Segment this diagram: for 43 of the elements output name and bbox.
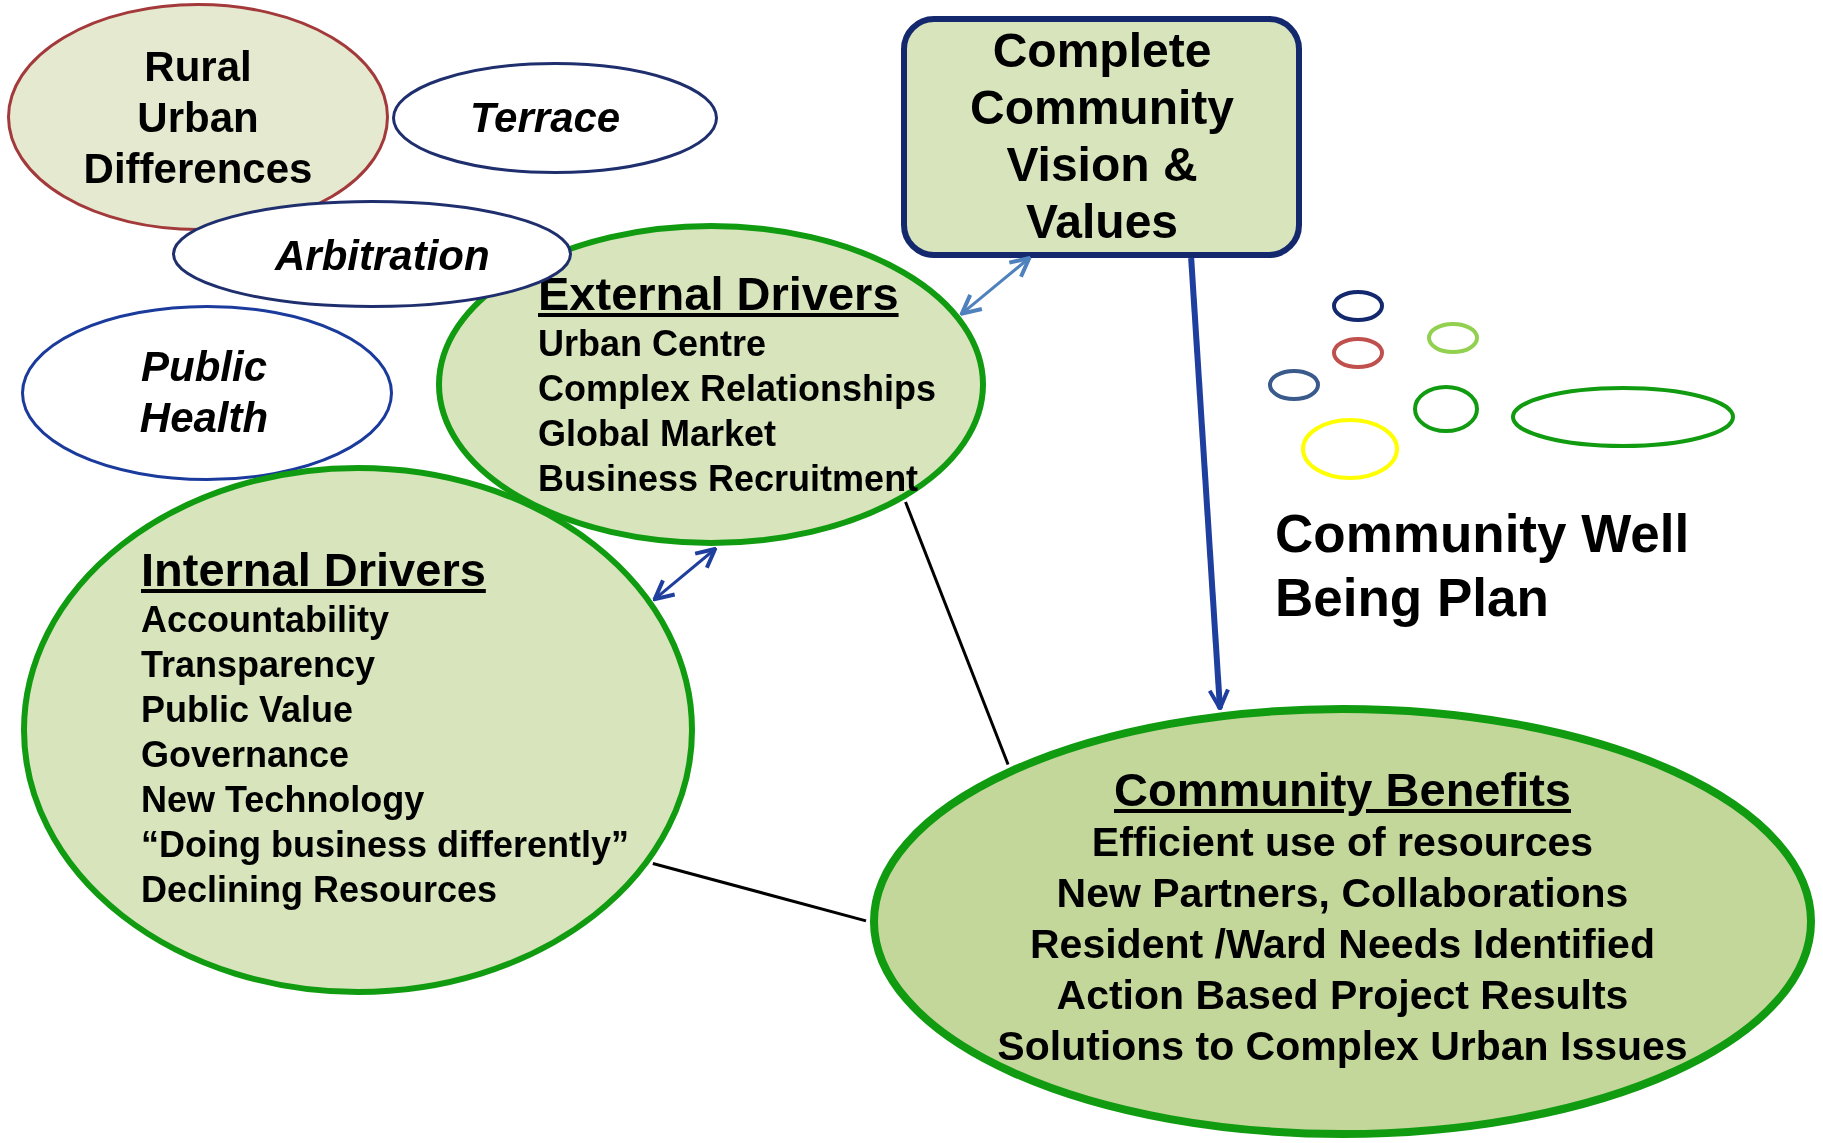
heading: Internal Drivers bbox=[141, 543, 486, 597]
list-item: Action Based Project Results bbox=[1056, 971, 1629, 1020]
list-item: Complex Relationships bbox=[538, 367, 937, 411]
heading: External Drivers bbox=[538, 267, 899, 321]
empty-ellipse bbox=[1332, 337, 1384, 369]
node-label: Arbitration bbox=[275, 233, 490, 279]
empty-ellipse bbox=[1301, 418, 1399, 480]
connector-line bbox=[904, 501, 1010, 765]
list-item: Resident /Ward Needs Identified bbox=[1030, 920, 1655, 969]
ellipse-node bbox=[870, 705, 1815, 1138]
list-item: Global Market bbox=[538, 412, 777, 456]
ellipse-node bbox=[21, 305, 393, 481]
list-item: Solutions to Complex Urban Issues bbox=[997, 1022, 1688, 1071]
node-label: Complete Community Vision & Values bbox=[969, 23, 1235, 250]
connector-line bbox=[652, 862, 867, 923]
arrow bbox=[959, 256, 1032, 316]
heading: Community Benefits bbox=[1114, 763, 1571, 817]
list-item: New Technology bbox=[141, 778, 425, 822]
plan-title: Community Well Being Plan bbox=[1275, 503, 1691, 629]
node-label: Rural Urban Differences bbox=[82, 42, 314, 194]
list-item: Business Recruitment bbox=[538, 457, 919, 501]
node-label: Terrace bbox=[470, 95, 621, 141]
ellipse-node bbox=[392, 62, 718, 174]
empty-ellipse bbox=[1268, 369, 1320, 401]
list-item: Declining Resources bbox=[141, 868, 498, 912]
list-item: Public Value bbox=[141, 688, 354, 732]
list-item: “Doing business differently” bbox=[141, 823, 630, 867]
list-item: Accountability bbox=[141, 598, 390, 642]
empty-ellipse bbox=[1511, 386, 1735, 448]
empty-ellipse bbox=[1413, 385, 1479, 433]
ellipse-node bbox=[21, 465, 695, 995]
empty-ellipse bbox=[1427, 322, 1479, 354]
ellipse-node bbox=[7, 3, 389, 231]
node-label: Public Health bbox=[138, 342, 270, 443]
rounded-box bbox=[901, 16, 1302, 258]
list-item: Transparency bbox=[141, 643, 376, 687]
arrow bbox=[652, 546, 718, 602]
list-item: Governance bbox=[141, 733, 350, 777]
list-item: Urban Centre bbox=[538, 322, 767, 366]
list-item: New Partners, Collaborations bbox=[1056, 869, 1629, 918]
list-item: Efficient use of resources bbox=[1091, 818, 1594, 867]
empty-ellipse bbox=[1332, 290, 1384, 322]
arrow bbox=[1188, 257, 1230, 711]
